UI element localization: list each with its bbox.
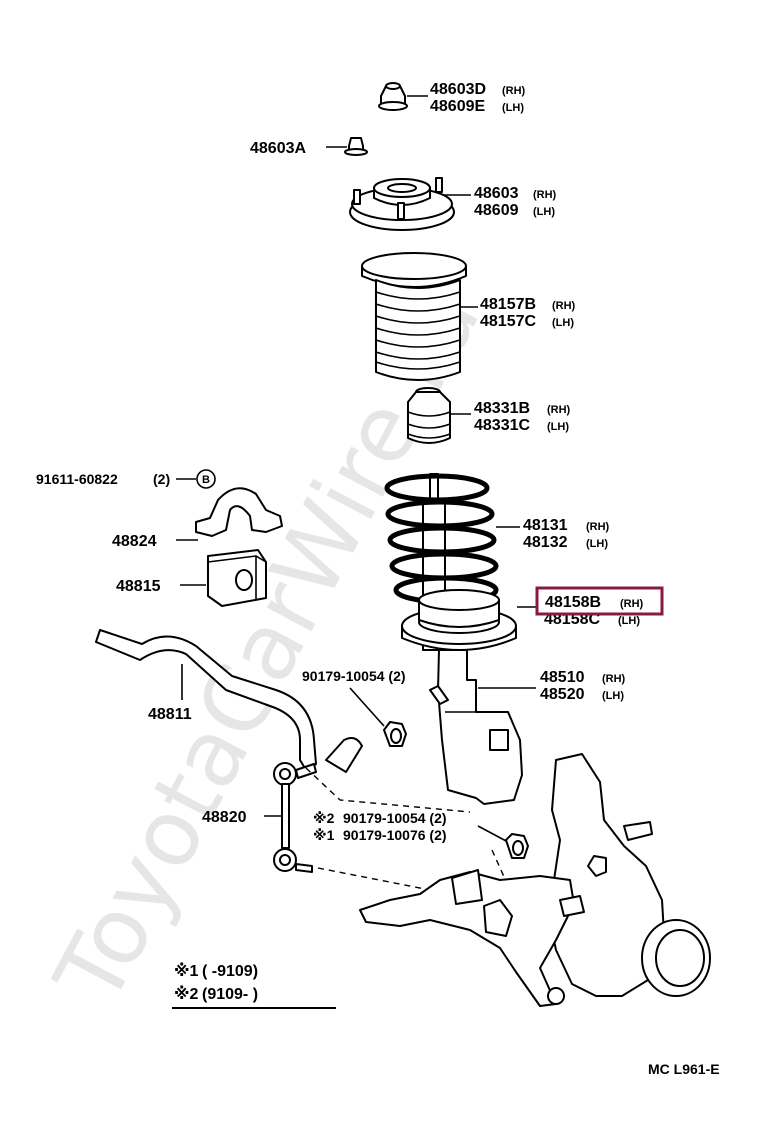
label-48609: 48609	[474, 202, 519, 219]
svg-text:※2: ※2	[313, 810, 335, 826]
diagram-code: MC L961-E	[648, 1061, 720, 1077]
svg-text:※1: ※1	[313, 827, 335, 843]
svg-text:(LH): (LH)	[533, 206, 555, 218]
nut-48603d[interactable]	[378, 82, 408, 111]
svg-text:(LH): (LH)	[552, 317, 574, 329]
svg-text:(LH): (LH)	[586, 538, 608, 550]
label-48603d: 48603D	[430, 81, 486, 98]
svg-text:(LH): (LH)	[602, 690, 624, 702]
lower-arm	[359, 869, 585, 1007]
label-48510: 48510	[540, 669, 585, 686]
nut-48603a[interactable]	[344, 137, 368, 156]
label-48609e: 48609E	[430, 98, 485, 115]
svg-text:※2: ※2	[174, 985, 199, 1003]
label-48158b[interactable]: 48158B	[545, 594, 601, 611]
svg-text:(LH): (LH)	[618, 615, 640, 627]
label-48815: 48815	[116, 578, 161, 595]
stabilizer-link-48820[interactable]	[273, 737, 363, 873]
legend-row-2: (9109- )	[202, 986, 258, 1003]
stabilizer-bar-48811[interactable]	[95, 629, 317, 771]
label-48132: 48132	[523, 534, 568, 551]
nut-90179-top[interactable]	[383, 721, 407, 747]
svg-text:※1: ※1	[174, 962, 199, 980]
code-circle-icon: B	[196, 469, 216, 489]
label-48603: 48603	[474, 185, 519, 202]
svg-text:B: B	[202, 474, 210, 486]
svg-text:(LH): (LH)	[547, 421, 569, 433]
legend-row-1: ( -9109)	[202, 963, 258, 980]
label-48603a: 48603A	[250, 140, 306, 157]
label-91611-60822: 91611-60822	[36, 471, 118, 487]
label-48157c: 48157C	[480, 313, 536, 330]
label-48520: 48520	[540, 686, 585, 703]
strut-mount-48603[interactable]	[349, 177, 455, 231]
side-rh: (RH)	[502, 85, 526, 97]
svg-text:(RH): (RH)	[533, 189, 557, 201]
label-48131: 48131	[523, 517, 568, 534]
label-48331b: 48331B	[474, 400, 530, 417]
side-lh: (LH)	[502, 102, 524, 114]
spring-insulator-48158b[interactable]	[401, 589, 517, 651]
svg-text:(2): (2)	[153, 471, 170, 487]
dust-boot-48157b[interactable]	[361, 252, 467, 381]
svg-text:(RH): (RH)	[620, 598, 644, 610]
stabilizer-bushing-48815[interactable]	[207, 549, 267, 607]
label-48824: 48824	[112, 533, 157, 550]
svg-text:(RH): (RH)	[586, 521, 610, 533]
label-48811: 48811	[148, 706, 192, 723]
svg-text:(RH): (RH)	[547, 404, 571, 416]
label-48820: 48820	[202, 809, 247, 826]
label-48157b: 48157B	[480, 296, 536, 313]
label-90179-10054: 90179-10054 (2)	[343, 810, 447, 826]
steering-knuckle	[547, 753, 711, 997]
label-90179-10054-top: 90179-10054 (2)	[302, 668, 406, 684]
svg-text:(RH): (RH)	[552, 300, 576, 312]
stabilizer-bracket-48824[interactable]	[195, 487, 283, 537]
label-90179-10076: 90179-10076 (2)	[343, 827, 447, 843]
bump-stopper-48331b[interactable]	[407, 387, 451, 444]
svg-text:(RH): (RH)	[602, 673, 626, 685]
label-48331c: 48331C	[474, 417, 530, 434]
legend: ※1 ( -9109) ※2 (9109- )	[172, 962, 336, 1009]
highlight-box	[535, 586, 664, 616]
nut-90179-lower[interactable]	[505, 833, 529, 859]
